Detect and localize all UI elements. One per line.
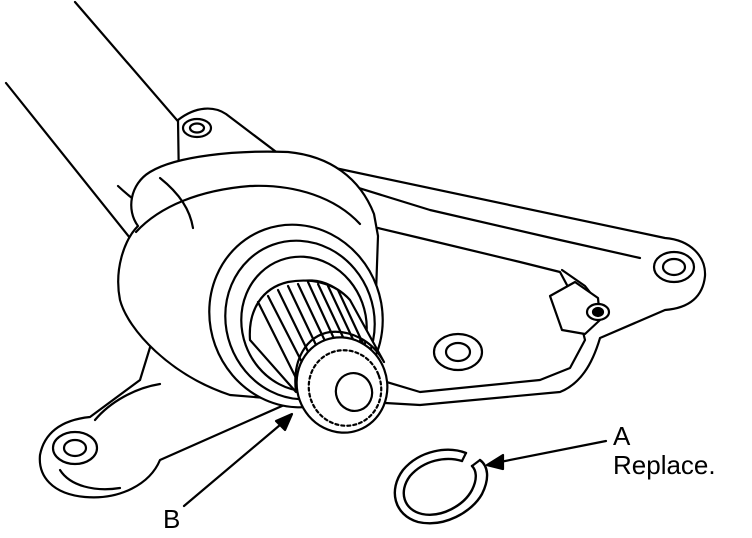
callout-a-note: Replace. [613,450,716,480]
mounting-hole-top [181,117,213,139]
threaded-hole [585,302,611,322]
callout-a-label: A [613,421,631,451]
mounting-hole-right [652,250,696,284]
callout-b-label: B [163,504,181,534]
mounting-hole-left [51,430,99,466]
leader-line-a [485,439,608,471]
snap-ring-icon [393,448,489,525]
leader-line-b [182,412,294,508]
mounting-hole-center [432,332,484,372]
splined-shaft-end-icon [248,279,389,434]
